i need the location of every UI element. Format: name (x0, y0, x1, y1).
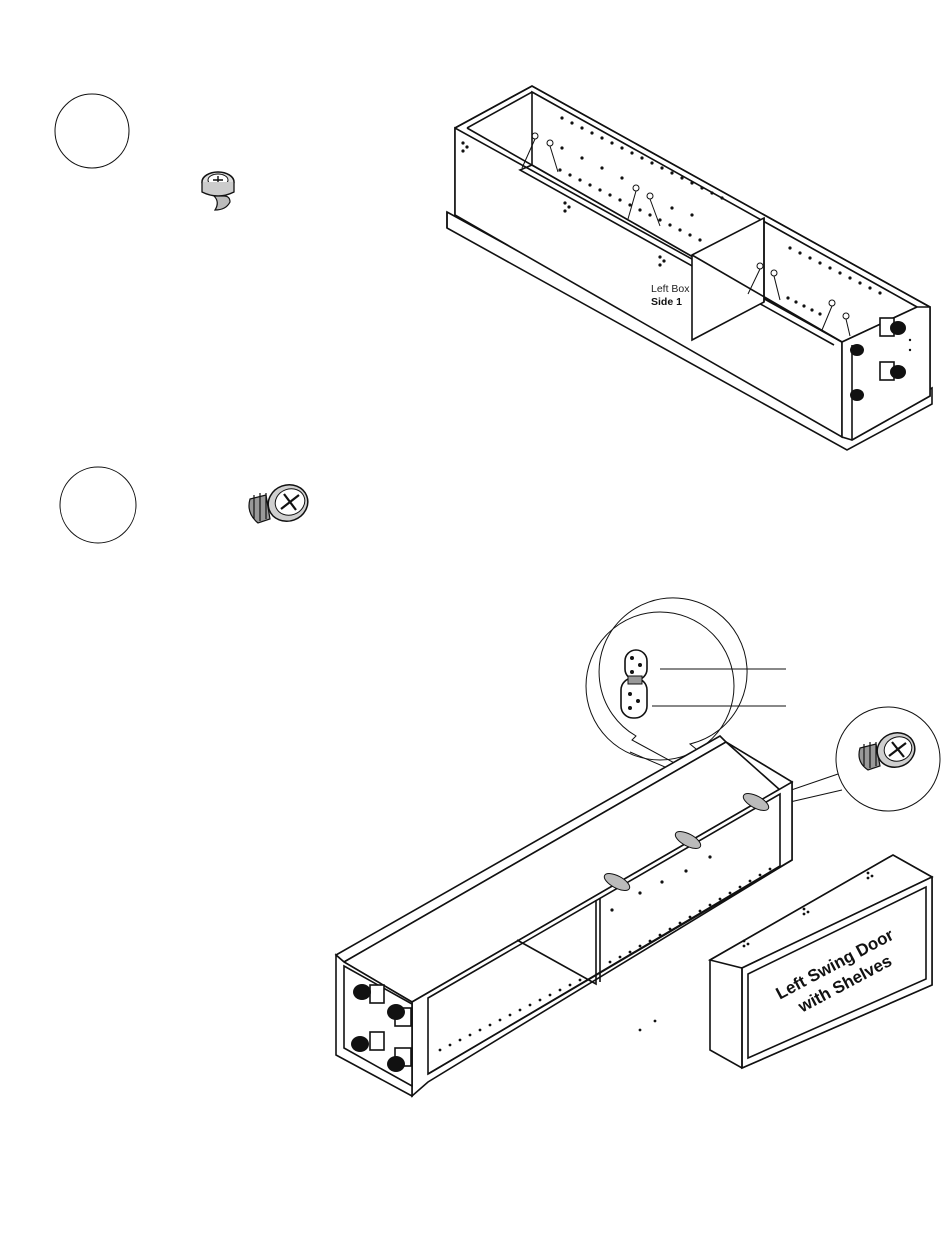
left-box-name: Left Box (651, 283, 690, 295)
screw-icon (249, 479, 313, 527)
screw-icon (859, 728, 920, 773)
step-1: Left Box Side 1 (55, 86, 932, 450)
left-box-drawing: Left Box Side 1 (447, 86, 932, 450)
left-box-side: Side 1 (651, 296, 682, 308)
cam-lock-icon (202, 172, 234, 210)
step-2-marker (60, 467, 136, 543)
step-2: Left Swing Door with Shelves (60, 467, 940, 1096)
step-1-marker (55, 94, 129, 168)
hinge-plate-icon (621, 650, 647, 718)
